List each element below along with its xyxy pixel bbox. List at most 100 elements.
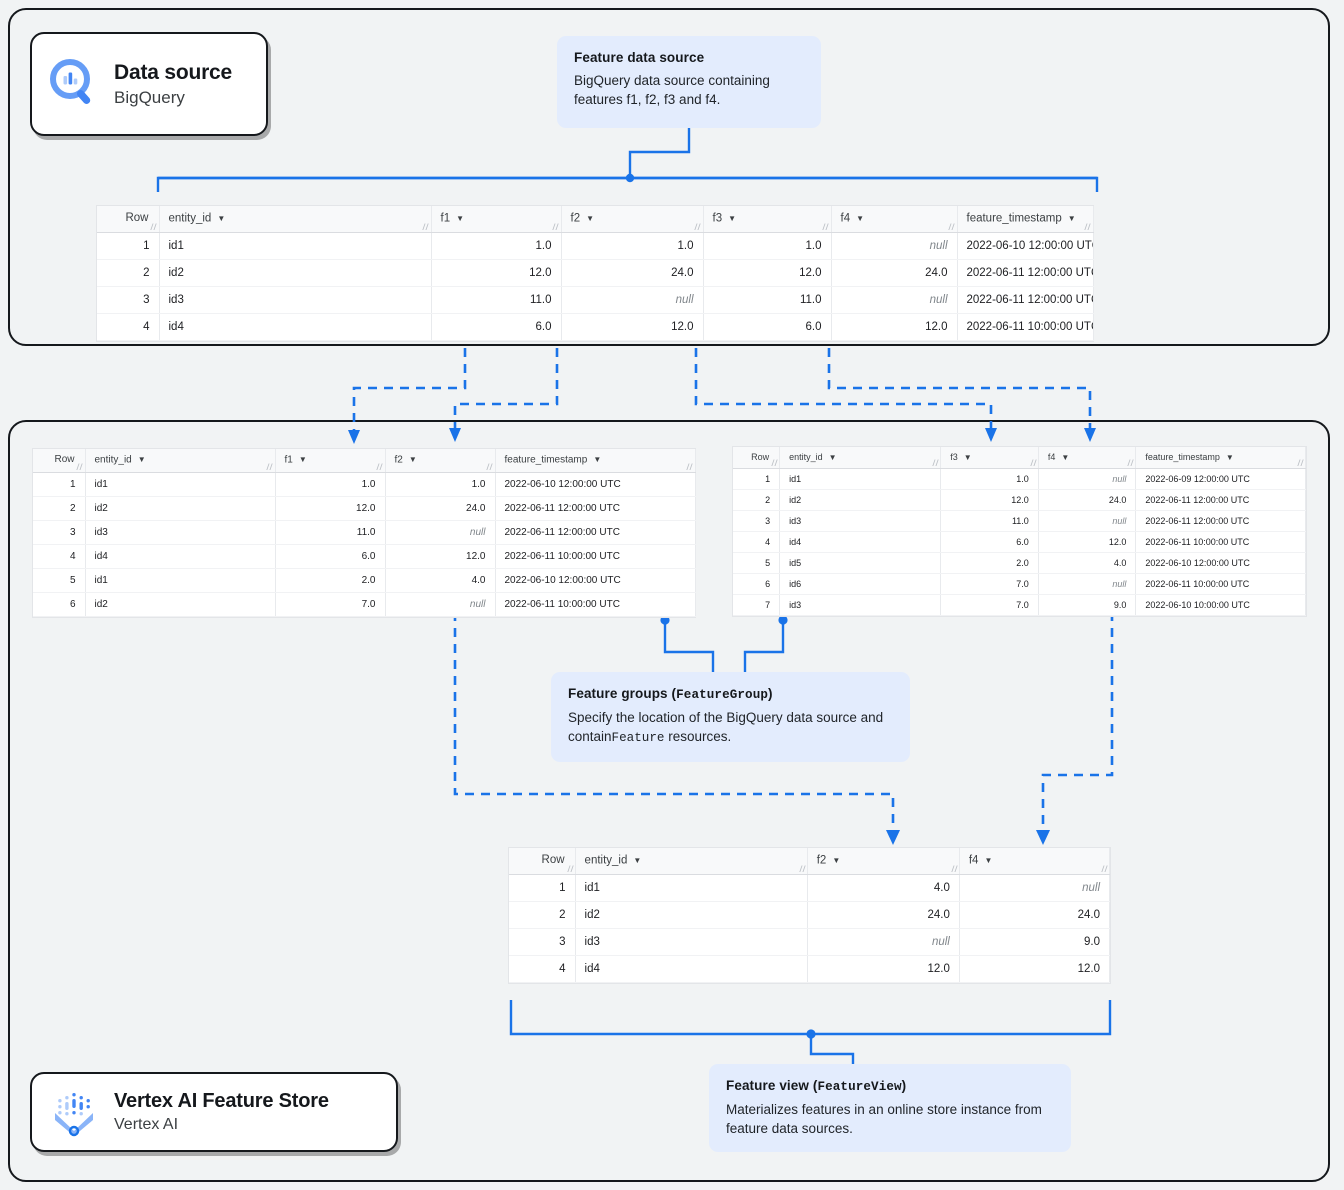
cell-entity_id: id2: [85, 496, 276, 521]
chevron-down-icon[interactable]: ▼: [217, 214, 226, 223]
chevron-down-icon[interactable]: ▼: [633, 856, 642, 865]
cell-f3: 7.0: [940, 594, 1039, 616]
chevron-down-icon[interactable]: ▼: [984, 856, 993, 865]
column-header-entity_id[interactable]: entity_id▼//: [779, 447, 942, 469]
column-resize-handle-icon[interactable]: //: [951, 863, 958, 874]
callout-fds-title: Feature data source: [574, 50, 705, 65]
chevron-down-icon[interactable]: ▼: [1061, 452, 1070, 462]
column-resize-handle-icon[interactable]: //: [76, 461, 84, 472]
column-resize-handle-icon[interactable]: //: [1030, 457, 1037, 468]
column-resize-handle-icon[interactable]: //: [422, 221, 430, 232]
cell-entity_id: id3: [85, 520, 276, 545]
column-header-row[interactable]: Row//: [733, 447, 781, 469]
chevron-down-icon[interactable]: ▼: [856, 214, 865, 223]
column-resize-handle-icon[interactable]: //: [1084, 221, 1092, 232]
chevron-down-icon[interactable]: ▼: [832, 856, 841, 865]
callout-fg-title-close: ): [768, 686, 773, 701]
column-header-feature_timestamp[interactable]: feature_timestamp▼//: [957, 206, 1094, 233]
cell-f1: 1.0: [431, 232, 562, 260]
column-resize-handle-icon[interactable]: //: [486, 461, 494, 472]
column-resize-handle-icon[interactable]: //: [150, 221, 158, 232]
column-header-f1[interactable]: f1 ▼ //: [275, 449, 386, 473]
cell-feature_timestamp: 2022-06-11 10:00:00 UTC: [1135, 573, 1306, 595]
column-header-label: f1: [284, 454, 293, 466]
column-header-row[interactable]: Row//: [97, 206, 160, 233]
column-header-entity_id[interactable]: entity_id▼//: [85, 449, 276, 473]
cell-f4: 9.0: [1038, 594, 1137, 616]
column-resize-handle-icon[interactable]: //: [1101, 863, 1108, 874]
feature-data-source-table[interactable]: Row//entity_id▼//f1▼//f2▼//f3▼//f4▼//fea…: [97, 206, 1094, 341]
column-header-f2[interactable]: f2▼//: [807, 848, 960, 875]
chevron-down-icon[interactable]: ▼: [408, 455, 417, 464]
column-resize-handle-icon[interactable]: //: [1127, 457, 1134, 468]
column-header-f4[interactable]: f4▼//: [959, 848, 1111, 875]
feature-group-1-table[interactable]: Row//entity_id▼//f1▼//f2▼//feature_times…: [33, 449, 696, 617]
column-resize-handle-icon[interactable]: //: [1297, 457, 1304, 468]
column-header-label: f2: [570, 212, 581, 225]
column-resize-handle-icon[interactable]: //: [799, 863, 806, 874]
chevron-down-icon[interactable]: ▼: [137, 455, 146, 464]
column-resize-handle-icon[interactable]: //: [694, 221, 702, 232]
chevron-down-icon[interactable]: ▼: [593, 455, 602, 464]
column-header-f4[interactable]: f4▼//: [1038, 447, 1137, 469]
cell-f4: null: [1038, 468, 1137, 490]
column-header-label: entity_id: [584, 854, 628, 867]
chevron-down-icon[interactable]: ▼: [828, 452, 837, 462]
column-resize-handle-icon[interactable]: //: [822, 221, 830, 232]
chevron-down-icon[interactable]: ▼: [963, 452, 972, 462]
column-resize-handle-icon[interactable]: //: [566, 863, 574, 874]
column-header-f4[interactable]: f4▼//: [831, 206, 958, 233]
column-header-f3[interactable]: f3▼//: [940, 447, 1039, 469]
cell-feature_timestamp: 2022-06-11 10:00:00 UTC: [1135, 531, 1306, 553]
column-resize-handle-icon[interactable]: //: [266, 461, 274, 472]
chevron-down-icon[interactable]: ▼: [1067, 214, 1076, 223]
chevron-down-icon[interactable]: ▼: [728, 214, 737, 223]
column-resize-handle-icon[interactable]: //: [686, 461, 694, 472]
callout-fv-title: Feature view (FeatureView): [726, 1078, 1054, 1094]
chevron-down-icon[interactable]: ▼: [456, 214, 465, 223]
column-header-row[interactable]: Row//: [509, 848, 576, 875]
column-resize-handle-icon[interactable]: //: [771, 457, 778, 468]
column-resize-handle-icon[interactable]: //: [948, 221, 956, 232]
chevron-down-icon[interactable]: ▼: [298, 455, 307, 464]
column-resize-handle-icon[interactable]: //: [376, 461, 384, 472]
column-header-f2[interactable]: f2▼//: [385, 449, 496, 473]
chevron-down-icon[interactable]: ▼: [1225, 452, 1234, 462]
column-header-feature_timestamp[interactable]: feature_timestamp▼//: [495, 449, 696, 473]
column-resize-handle-icon[interactable]: //: [932, 457, 939, 468]
column-header-f3[interactable]: f3▼//: [703, 206, 832, 233]
cell-f2: 12.0: [807, 955, 960, 983]
column-header-entity_id[interactable]: entity_id▼//: [159, 206, 432, 233]
column-header-row[interactable]: Row//: [33, 449, 86, 473]
column-header-f1[interactable]: f1▼//: [431, 206, 562, 233]
column-header-feature_timestamp[interactable]: feature_timestamp▼//: [1135, 447, 1306, 469]
cell-f2: 4.0: [807, 874, 960, 902]
column-resize-handle-icon[interactable]: //: [552, 221, 560, 232]
feature-group-2-table[interactable]: Row//entity_id▼//f3▼//f4▼//feature_times…: [733, 447, 1306, 616]
column-header-f2[interactable]: f2 ▼ //: [561, 206, 704, 233]
chevron-down-icon[interactable]: ▼: [586, 214, 595, 223]
column-header-entity_id[interactable]: entity_id ▼ //: [575, 848, 808, 875]
